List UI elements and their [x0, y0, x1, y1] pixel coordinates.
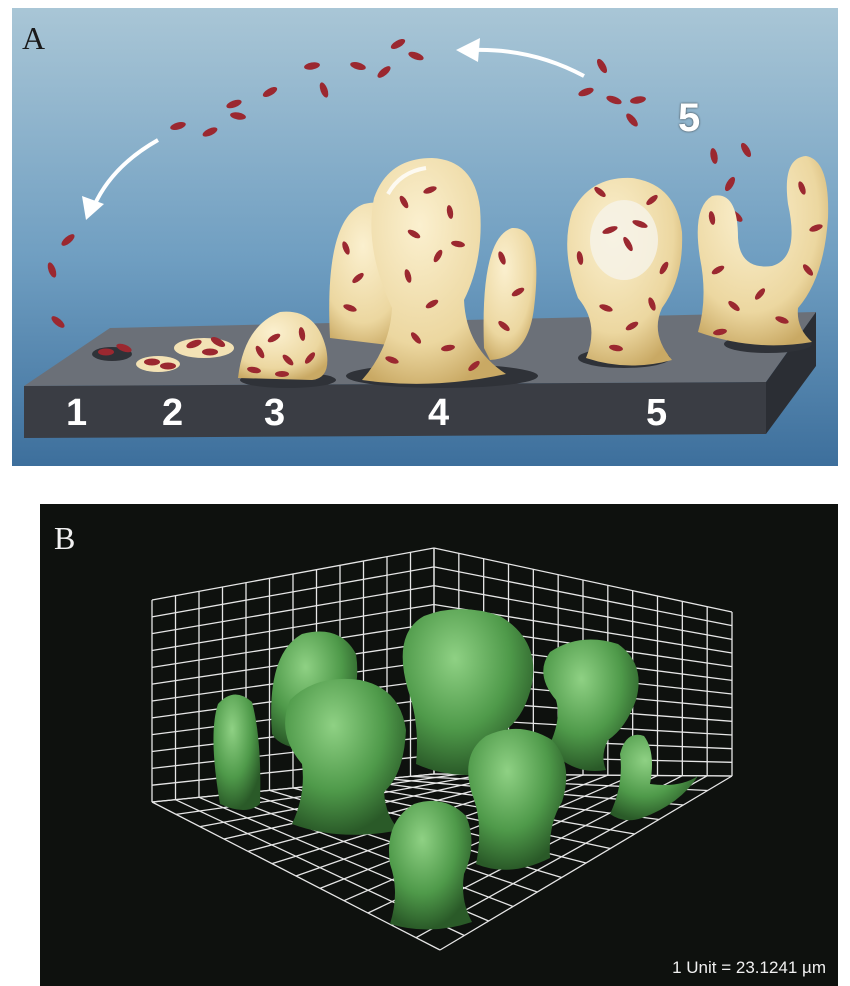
- stage-label-3: 3: [264, 392, 285, 435]
- stage-label-4: 4: [428, 392, 449, 435]
- stage-label-2: 2: [162, 392, 183, 435]
- panel-a-biofilm-life-cycle: A 5 1 2 3 4 5: [12, 8, 838, 466]
- stage-3-early-biofilm: [238, 312, 336, 388]
- panel-b-confocal-biofilm-render: B 1 Unit = 23.1241 µm: [40, 504, 838, 986]
- biofilm-colonies: [213, 609, 698, 930]
- confocal-3d-plot: [40, 504, 838, 986]
- stage-5-release-label: 5: [678, 96, 700, 141]
- dispersal-arrow-left: [94, 140, 158, 206]
- panel-a-letter: A: [22, 20, 45, 57]
- biofilm-stages-illustration: [12, 8, 838, 466]
- scale-bar-label: 1 Unit = 23.1241 µm: [672, 958, 826, 978]
- panel-b-letter: B: [54, 520, 75, 557]
- dispersal-arrow-right-head: [456, 38, 480, 62]
- dispersal-arrow-right: [472, 50, 584, 76]
- dispersal-arrow-left-head: [82, 196, 104, 220]
- stage-label-1: 1: [66, 392, 87, 435]
- stage-label-5: 5: [646, 392, 667, 435]
